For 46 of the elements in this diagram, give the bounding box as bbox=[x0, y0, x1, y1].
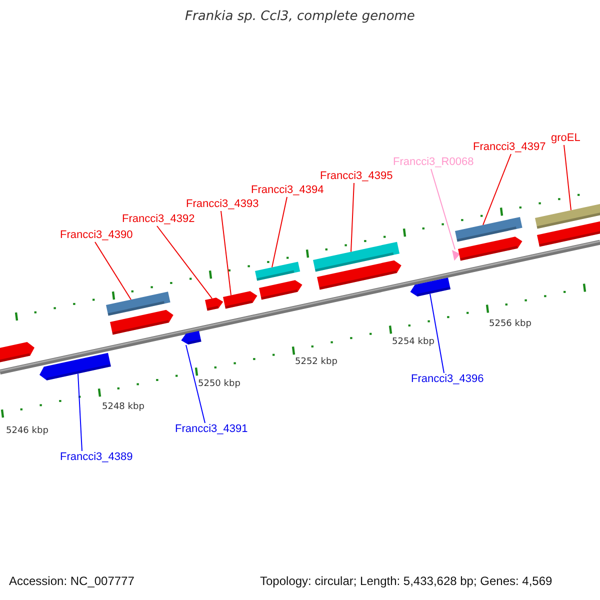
gene-segment bbox=[205, 298, 224, 311]
leader-line bbox=[220, 210, 232, 296]
gene-label: Francci3_4394 bbox=[251, 184, 324, 197]
gene-segment bbox=[259, 280, 302, 300]
leader-line bbox=[350, 182, 354, 252]
scale-label: 5256 kbp bbox=[489, 318, 532, 331]
gene-label: Francci3_4395 bbox=[320, 170, 393, 183]
gene-label: groEL bbox=[551, 132, 580, 145]
title: Frankia sp. Ccl3, complete genome bbox=[184, 10, 416, 23]
leader-line bbox=[482, 154, 512, 226]
triangle-marker bbox=[452, 250, 460, 261]
leader-line bbox=[156, 226, 212, 299]
feature-bar bbox=[455, 216, 522, 242]
leader-line bbox=[564, 144, 572, 211]
gene-label: Francci3_4397 bbox=[473, 141, 546, 154]
scale-label: 5254 kbp bbox=[392, 336, 434, 349]
gene-segment bbox=[39, 352, 111, 380]
gene-label: Francci3_4392 bbox=[122, 213, 195, 226]
gene-segment bbox=[110, 310, 174, 335]
leader-line bbox=[78, 373, 82, 452]
scale-label: 5250 kbp bbox=[198, 378, 240, 391]
feature-bar bbox=[313, 242, 400, 272]
scale-label: 5252 kbp bbox=[295, 356, 338, 369]
leader-line bbox=[430, 293, 444, 374]
accession-text: Accession: NC_007777 bbox=[9, 575, 134, 588]
gene-segment bbox=[317, 260, 402, 290]
scale-label: 5248 kbp bbox=[102, 401, 144, 414]
gene-label: Francci3_R0068 bbox=[393, 156, 474, 169]
gene-label: Francci3_4393 bbox=[186, 198, 259, 211]
gene-segment bbox=[537, 221, 600, 247]
gene-label: Francci3_4391 bbox=[175, 423, 248, 436]
gene-segment bbox=[0, 342, 34, 363]
feature-bar bbox=[255, 262, 300, 281]
leader-line bbox=[430, 168, 456, 250]
genome-summary: Topology: circular; Length: 5,433,628 bp; Genes: 4,569 bbox=[260, 575, 552, 588]
leader-line bbox=[94, 242, 132, 300]
gene-segment bbox=[181, 330, 202, 344]
leader-line bbox=[186, 344, 206, 424]
gene-segment bbox=[410, 278, 451, 296]
feature-bar bbox=[535, 202, 600, 229]
gene-label: Francci3_4390 bbox=[60, 229, 133, 242]
gene-label: Francci3_4396 bbox=[411, 373, 484, 386]
gene-segment bbox=[458, 236, 522, 261]
feature-bar bbox=[106, 292, 170, 316]
gene-label: Francci3_4389 bbox=[60, 451, 133, 464]
scale-label: 5246 kbp bbox=[6, 425, 48, 438]
